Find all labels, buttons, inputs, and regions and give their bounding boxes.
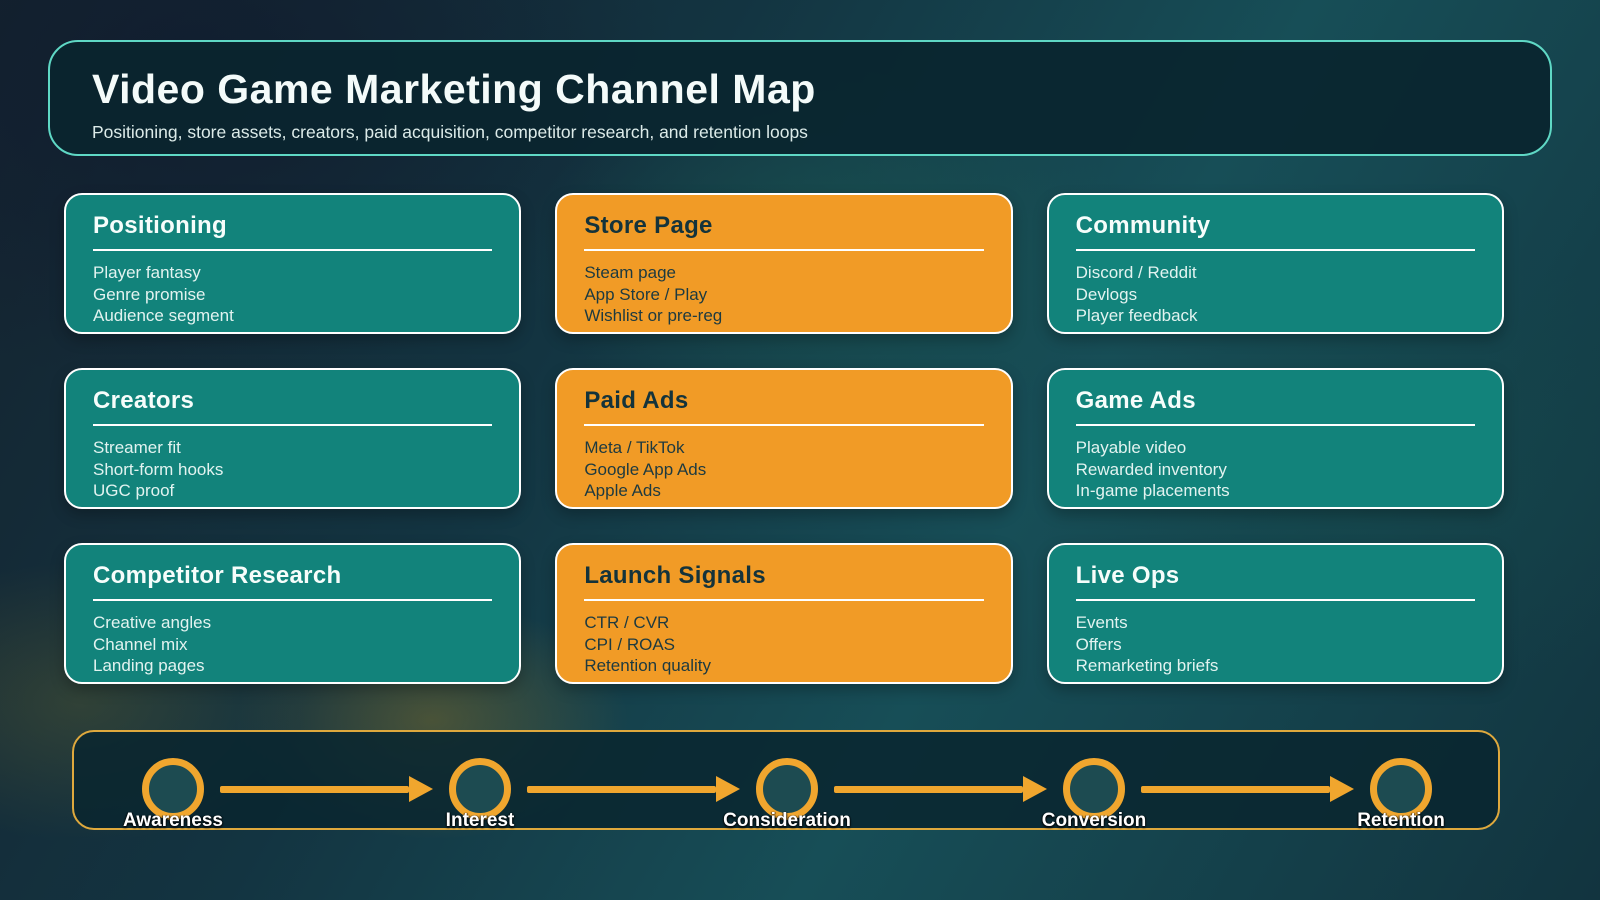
card-item: Playable video — [1075, 438, 1187, 457]
arrow-shaft — [220, 785, 409, 793]
card-title: Competitor Research — [93, 562, 342, 589]
card-item: Audience segment — [93, 306, 234, 325]
card-launch-signals: Launch Signals CTR / CVR CPI / ROAS Rete… — [555, 543, 1013, 684]
card-title: Launch Signals — [584, 562, 766, 589]
title-divider — [584, 599, 984, 601]
funnel-node-circle — [756, 758, 818, 820]
funnel-stage-label: Interest — [445, 810, 515, 831]
card-item-list: Steam page App Store / Play Wishlist or … — [584, 262, 983, 327]
card-item: App Store / Play — [584, 284, 708, 304]
card-item-list: Playable video Rewarded inventory In-gam… — [1076, 437, 1475, 502]
page-subtitle: Positioning, store assets, creators, pai… — [92, 122, 808, 142]
funnel-stage-label: Awareness — [123, 810, 223, 831]
card-item: Short-form hooks — [93, 459, 224, 479]
funnel-stage-label: Consideration — [723, 810, 851, 831]
title-divider — [584, 249, 984, 251]
funnel-stage-label: Conversion — [1041, 810, 1147, 831]
card-item: Remarketing briefs — [1075, 656, 1219, 675]
card-creators: Creators Streamer fit Short-form hooks U… — [64, 368, 522, 509]
card-live-ops: Live Ops Events Offers Remarketing brief… — [1046, 543, 1504, 684]
card-competitor-research: Competitor Research Creative angles Chan… — [64, 543, 522, 684]
card-title: Game Ads — [1075, 387, 1196, 414]
arrow-head — [1330, 776, 1354, 802]
card-item-list: Creative angles Channel mix Landing page… — [93, 612, 492, 677]
card-item: Rewarded inventory — [1075, 459, 1227, 479]
card-item: Retention quality — [584, 656, 711, 675]
card-title: Creators — [93, 387, 195, 414]
funnel-stage-retention: Retention — [1357, 758, 1445, 831]
title-divider — [93, 249, 493, 251]
title-divider — [584, 424, 984, 426]
page-title: Video Game Marketing Channel Map — [92, 66, 816, 112]
card-item-list: Streamer fit Short-form hooks UGC proof — [93, 437, 492, 502]
card-title: Community — [1075, 212, 1211, 239]
funnel-arrow-icon — [527, 776, 740, 802]
arrow-shaft — [834, 785, 1023, 793]
card-item: CPI / ROAS — [584, 634, 676, 654]
arrow-head — [409, 776, 433, 802]
funnel-arrow-icon — [834, 776, 1047, 802]
title-divider — [1075, 249, 1475, 251]
card-positioning: Positioning Player fantasy Genre promise… — [64, 193, 522, 334]
arrow-shaft — [1141, 785, 1330, 793]
arrow-shaft — [527, 785, 716, 793]
card-item: Devlogs — [1075, 284, 1138, 304]
card-title: Live Ops — [1075, 562, 1180, 589]
funnel-arrow-icon — [220, 776, 433, 802]
funnel-node-circle — [142, 758, 204, 820]
card-item-list: Discord / Reddit Devlogs Player feedback — [1076, 262, 1475, 327]
card-item-list: Player fantasy Genre promise Audience se… — [93, 262, 492, 327]
title-divider — [93, 599, 493, 601]
card-item: Steam page — [584, 263, 677, 282]
header-panel: Video Game Marketing Channel Map Positio… — [48, 40, 1552, 156]
title-divider — [1075, 599, 1475, 601]
card-item: Meta / TikTok — [584, 438, 685, 457]
funnel-arrow-icon — [1141, 776, 1354, 802]
card-item: Genre promise — [93, 284, 206, 304]
arrow-head — [716, 776, 740, 802]
card-store-page: Store Page Steam page App Store / Play W… — [555, 193, 1013, 334]
funnel-node-circle — [1370, 758, 1432, 820]
card-game-ads: Game Ads Playable video Rewarded invento… — [1046, 368, 1504, 509]
card-item: Creative angles — [93, 613, 212, 632]
card-item: Landing pages — [93, 656, 205, 675]
funnel-stage-label: Retention — [1357, 810, 1445, 831]
funnel-stage-conversion: Conversion — [1042, 758, 1146, 831]
card-title: Paid Ads — [584, 387, 689, 414]
card-item: Apple Ads — [584, 481, 661, 500]
funnel-stage-awareness: Awareness — [123, 758, 223, 831]
title-divider — [1075, 424, 1475, 426]
card-item: Wishlist or pre-reg — [584, 306, 723, 325]
channel-card-grid: Positioning Player fantasy Genre promise… — [64, 193, 1504, 684]
card-item: Player fantasy — [93, 263, 201, 282]
card-item: Google App Ads — [584, 459, 707, 479]
card-community: Community Discord / Reddit Devlogs Playe… — [1046, 193, 1504, 334]
funnel-panel: Awareness Interest Consideration Convers… — [72, 730, 1500, 831]
title-divider — [93, 424, 493, 426]
card-title: Positioning — [93, 212, 227, 239]
card-item: UGC proof — [93, 481, 175, 500]
funnel-stage-consideration: Consideration — [723, 758, 851, 831]
funnel-node-circle — [1063, 758, 1125, 820]
card-item-list: Events Offers Remarketing briefs — [1076, 612, 1475, 677]
funnel-stage-interest: Interest — [446, 758, 514, 831]
arrow-head — [1023, 776, 1047, 802]
card-item-list: Meta / TikTok Google App Ads Apple Ads — [584, 437, 983, 502]
card-paid-ads: Paid Ads Meta / TikTok Google App Ads Ap… — [555, 368, 1013, 509]
card-item: Discord / Reddit — [1075, 263, 1197, 282]
card-title: Store Page — [584, 212, 713, 239]
card-item: Channel mix — [93, 634, 188, 654]
card-item: Events — [1075, 613, 1128, 632]
card-item: CTR / CVR — [584, 613, 670, 632]
card-item: Streamer fit — [93, 438, 181, 457]
card-item: Player feedback — [1075, 306, 1198, 325]
funnel-node-circle — [449, 758, 511, 820]
card-item: Offers — [1075, 634, 1122, 654]
card-item-list: CTR / CVR CPI / ROAS Retention quality — [584, 612, 983, 677]
card-item: In-game placements — [1075, 481, 1230, 500]
